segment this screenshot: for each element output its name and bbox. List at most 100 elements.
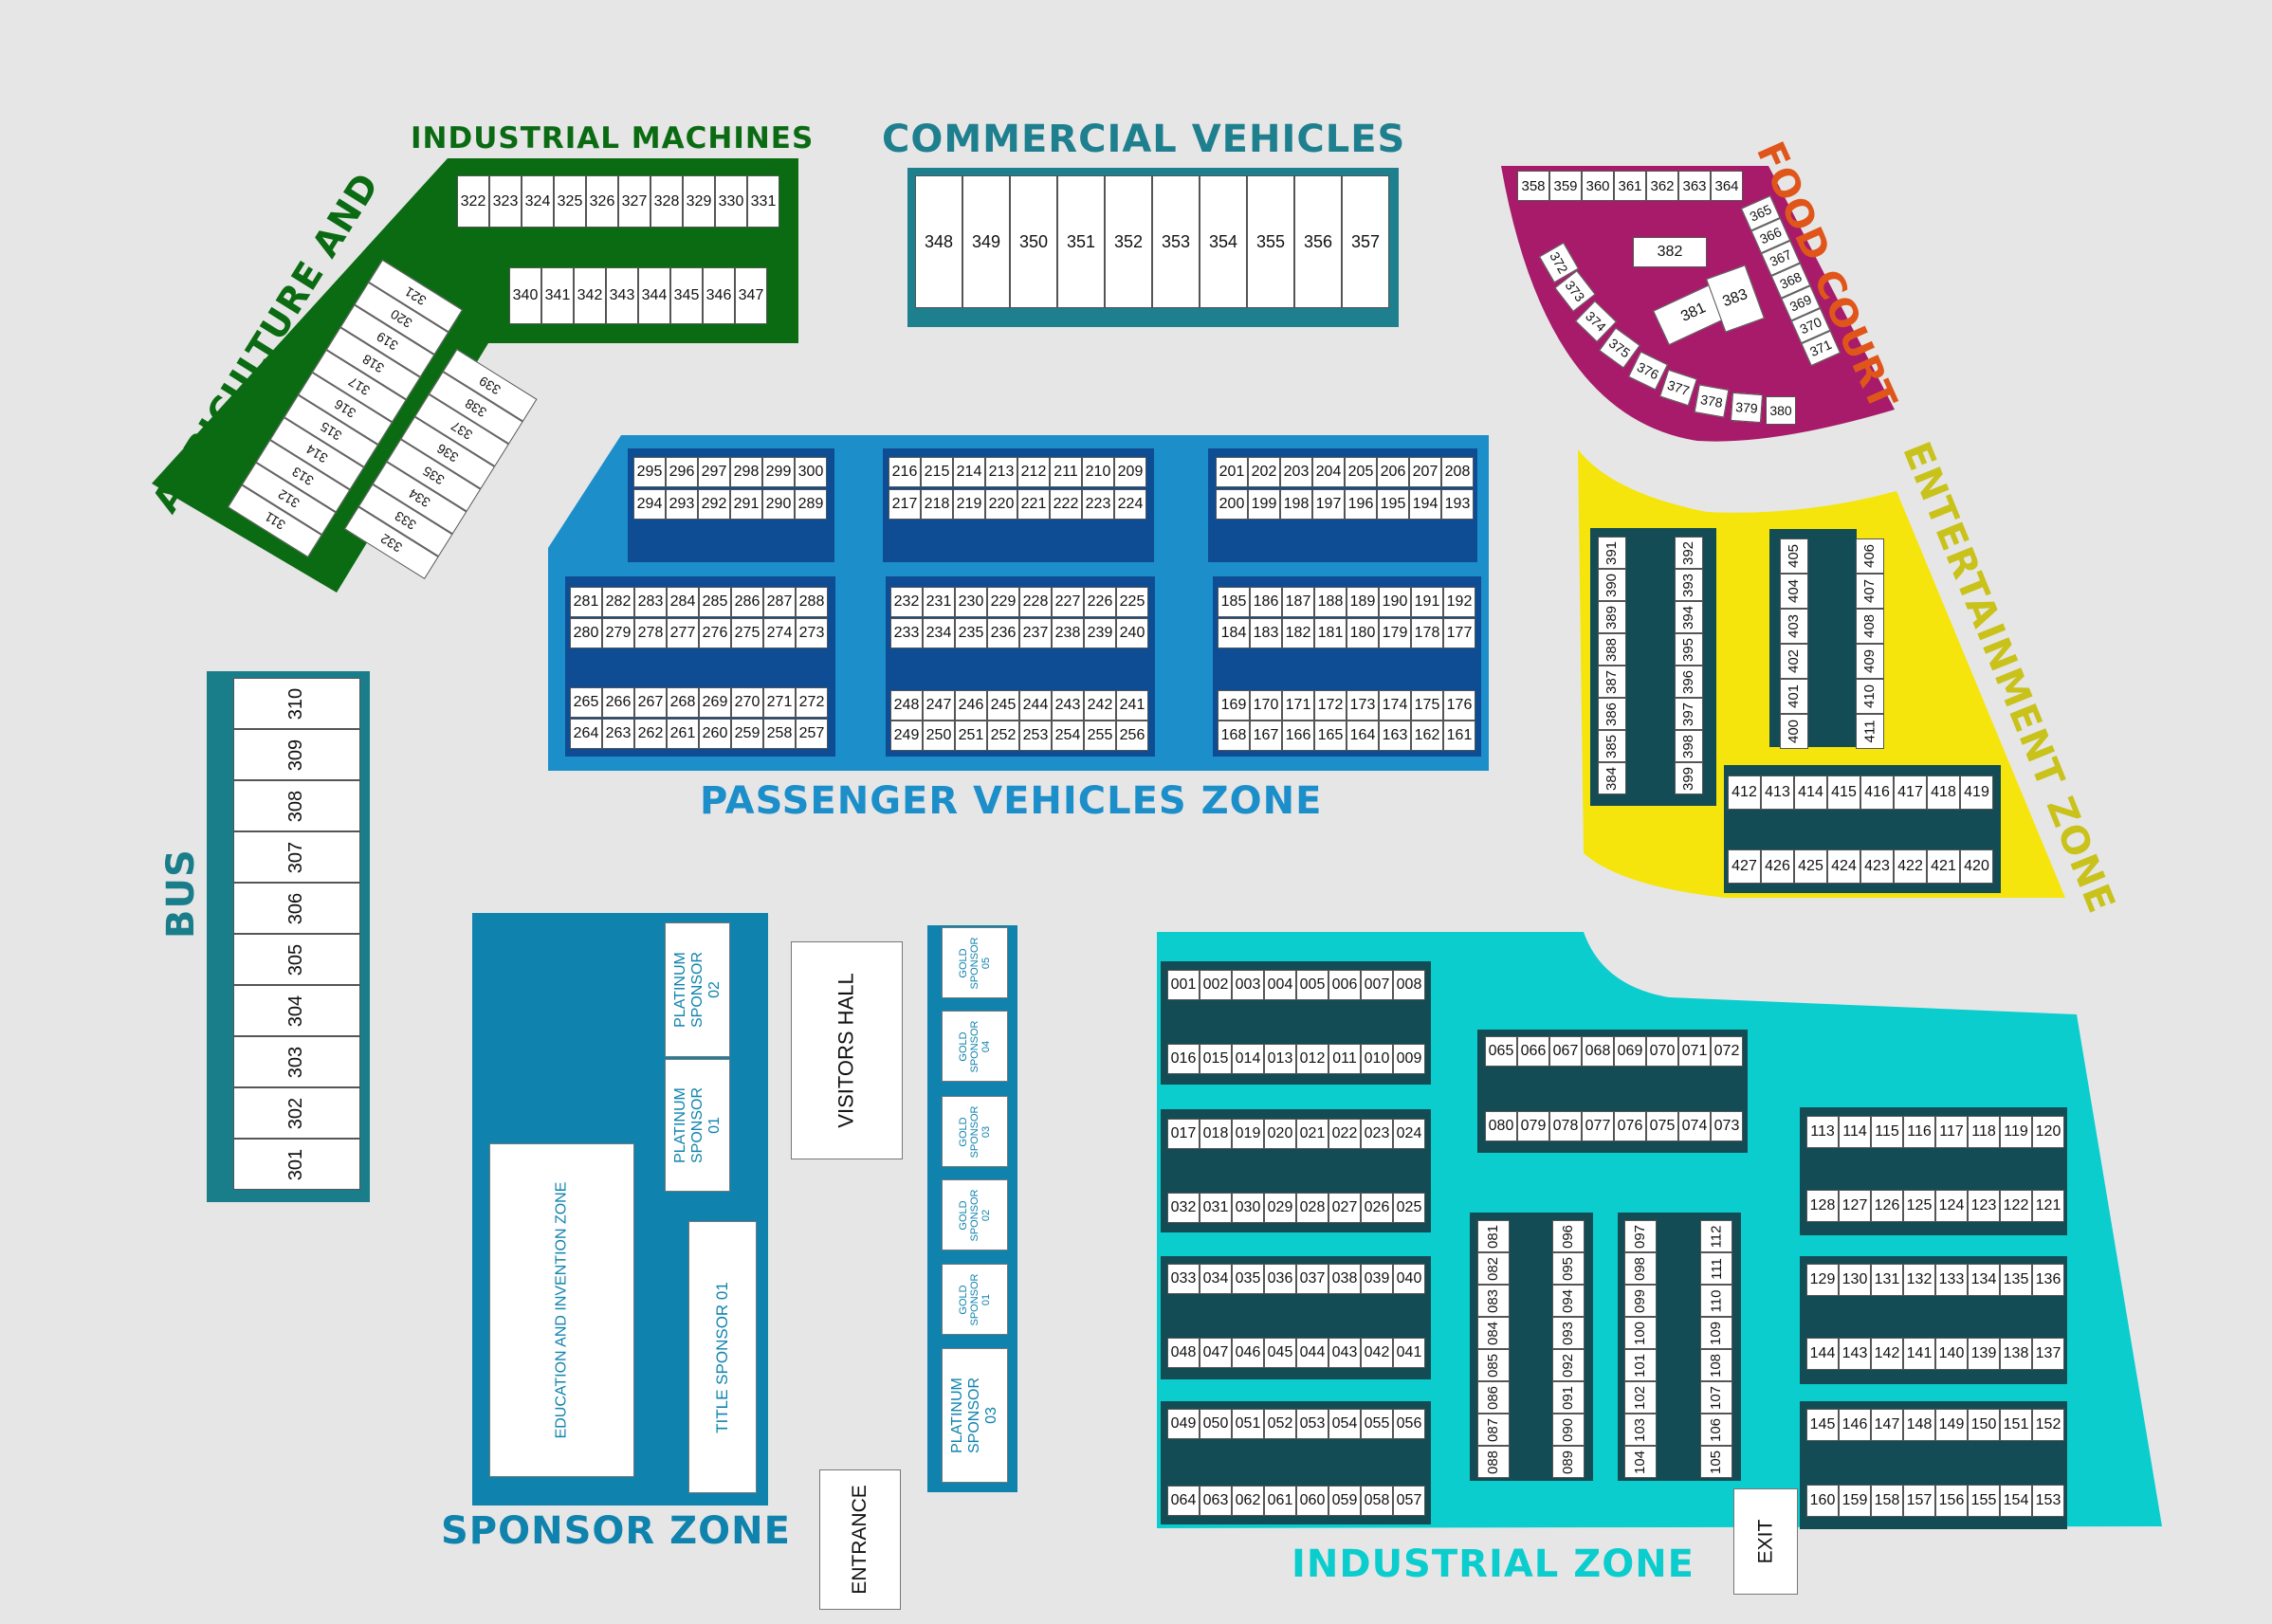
stall-200[interactable]: 200 [1216,489,1248,520]
stall-082[interactable]: 082 [1477,1252,1510,1285]
stall-357[interactable]: 357 [1342,175,1389,308]
stall-425[interactable]: 425 [1794,849,1827,884]
stall-419[interactable]: 419 [1960,776,1993,810]
stall-051[interactable]: 051 [1232,1409,1264,1439]
stall-132[interactable]: 132 [1903,1264,1935,1296]
stall-237[interactable]: 237 [1019,618,1052,648]
stall-296[interactable]: 296 [666,457,698,487]
stall-263[interactable]: 263 [602,719,634,749]
stall-244[interactable]: 244 [1019,690,1052,721]
stall-072[interactable]: 072 [1711,1036,1743,1067]
stall-070[interactable]: 070 [1646,1036,1678,1067]
stall-301[interactable]: 301 [233,1139,360,1190]
stall-190[interactable]: 190 [1379,587,1411,617]
stall-397[interactable]: 397 [1675,698,1703,730]
stall-098[interactable]: 098 [1624,1252,1657,1285]
stall-216[interactable]: 216 [889,457,921,487]
stall-029[interactable]: 029 [1264,1193,1296,1223]
stall-185[interactable]: 185 [1218,587,1250,617]
stall-152[interactable]: 152 [2032,1409,2064,1441]
stall-352[interactable]: 352 [1105,175,1152,308]
stall-238[interactable]: 238 [1052,618,1084,648]
stall-349[interactable]: 349 [962,175,1010,308]
stall-034[interactable]: 034 [1200,1264,1232,1294]
stall-305[interactable]: 305 [233,934,360,985]
stall-350[interactable]: 350 [1010,175,1057,308]
stall-282[interactable]: 282 [602,587,634,617]
stall-156[interactable]: 156 [1935,1485,1968,1517]
stall-053[interactable]: 053 [1296,1409,1328,1439]
stall-061[interactable]: 061 [1264,1486,1296,1516]
gold-sponsor-01[interactable]: GOLD SPONSOR 01 [942,1264,1008,1335]
stall-170[interactable]: 170 [1250,690,1282,721]
stall-191[interactable]: 191 [1411,587,1443,617]
stall-279[interactable]: 279 [602,618,634,648]
stall-158[interactable]: 158 [1871,1485,1903,1517]
stall-202[interactable]: 202 [1248,457,1280,487]
stall-258[interactable]: 258 [763,719,796,749]
stall-122[interactable]: 122 [2000,1190,2032,1222]
stall-236[interactable]: 236 [987,618,1019,648]
stall-097[interactable]: 097 [1624,1220,1657,1252]
stall-323[interactable]: 323 [489,175,522,228]
stall-287[interactable]: 287 [763,587,796,617]
stall-198[interactable]: 198 [1280,489,1312,520]
stall-393[interactable]: 393 [1675,569,1703,601]
stall-422[interactable]: 422 [1894,849,1927,884]
stall-273[interactable]: 273 [796,618,828,648]
stall-288[interactable]: 288 [796,587,828,617]
stall-427[interactable]: 427 [1728,849,1761,884]
stall-344[interactable]: 344 [638,267,670,324]
stall-230[interactable]: 230 [955,587,987,617]
stall-205[interactable]: 205 [1345,457,1377,487]
stall-284[interactable]: 284 [667,587,699,617]
stall-142[interactable]: 142 [1871,1338,1903,1370]
stall-076[interactable]: 076 [1614,1111,1646,1141]
stall-040[interactable]: 040 [1393,1264,1425,1294]
stall-309[interactable]: 309 [233,729,360,780]
stall-388[interactable]: 388 [1598,633,1626,666]
stall-297[interactable]: 297 [698,457,730,487]
stall-074[interactable]: 074 [1678,1111,1711,1141]
stall-004[interactable]: 004 [1264,970,1296,1000]
stall-215[interactable]: 215 [921,457,953,487]
stall-167[interactable]: 167 [1250,721,1282,751]
stall-100[interactable]: 100 [1624,1317,1657,1349]
stall-243[interactable]: 243 [1052,690,1084,721]
stall-362[interactable]: 362 [1646,171,1678,201]
stall-346[interactable]: 346 [703,267,735,324]
platinum-sponsor-03[interactable]: PLATINUM SPONSOR 03 [942,1348,1008,1483]
stall-108[interactable]: 108 [1700,1349,1732,1381]
stall-105[interactable]: 105 [1700,1446,1732,1478]
stall-229[interactable]: 229 [987,587,1019,617]
stall-083[interactable]: 083 [1477,1285,1510,1317]
stall-259[interactable]: 259 [731,719,763,749]
stall-423[interactable]: 423 [1860,849,1894,884]
gold-sponsor-05[interactable]: GOLD SPONSOR 05 [942,927,1008,998]
stall-224[interactable]: 224 [1114,489,1146,520]
stall-325[interactable]: 325 [554,175,586,228]
stall-257[interactable]: 257 [796,719,828,749]
stall-075[interactable]: 075 [1646,1111,1678,1141]
stall-291[interactable]: 291 [730,489,762,520]
stall-141[interactable]: 141 [1903,1338,1935,1370]
stall-262[interactable]: 262 [634,719,667,749]
stall-026[interactable]: 026 [1361,1193,1393,1223]
stall-187[interactable]: 187 [1282,587,1314,617]
stall-248[interactable]: 248 [890,690,923,721]
stall-322[interactable]: 322 [457,175,489,228]
stall-424[interactable]: 424 [1827,849,1860,884]
stall-329[interactable]: 329 [683,175,715,228]
stall-162[interactable]: 162 [1411,721,1443,751]
stall-245[interactable]: 245 [987,690,1019,721]
stall-078[interactable]: 078 [1549,1111,1582,1141]
stall-013[interactable]: 013 [1264,1044,1296,1074]
stall-126[interactable]: 126 [1871,1190,1903,1222]
stall-094[interactable]: 094 [1552,1285,1585,1317]
stall-384[interactable]: 384 [1598,762,1626,794]
stall-293[interactable]: 293 [666,489,698,520]
stall-327[interactable]: 327 [618,175,650,228]
stall-331[interactable]: 331 [747,175,779,228]
stall-254[interactable]: 254 [1052,721,1084,751]
stall-421[interactable]: 421 [1927,849,1960,884]
